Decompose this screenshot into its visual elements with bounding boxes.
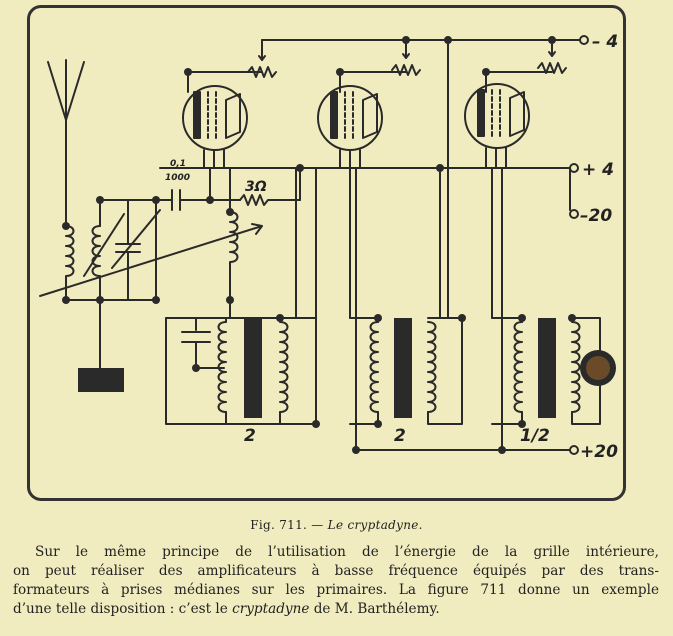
transformer-2-primary <box>369 321 379 413</box>
tube-2 <box>317 85 383 169</box>
label-plus20: +20 <box>580 442 618 462</box>
transformer-1-secondary <box>279 321 289 413</box>
label-resistor: 3Ω <box>245 179 267 195</box>
figure-title: Le cryptadyne. <box>327 518 423 532</box>
terminal-minus4 <box>579 35 589 45</box>
resistor-3-ohm <box>239 194 301 206</box>
junction-dots <box>62 36 576 454</box>
antenna-coil <box>65 225 75 301</box>
body-line-4-end: de M. Barthélemy. <box>309 601 440 617</box>
label-ratio-2: 2 <box>394 426 406 446</box>
figure-caption: Fig. 711. — Le cryptadyne. <box>0 518 673 532</box>
label-minus20: –20 <box>580 206 612 226</box>
transformer-2-core <box>394 318 412 418</box>
transformer-3-primary <box>513 321 523 413</box>
label-capacitor-unit: 1000 <box>165 173 190 183</box>
transformer-2-secondary <box>427 321 437 413</box>
terminal-plus20 <box>569 445 579 455</box>
label-minus4: – 4 <box>592 32 618 52</box>
transformer-3-core <box>538 318 556 418</box>
body-line-4-emphasis: cryptadyne <box>232 601 310 617</box>
terminal-plus4 <box>569 163 579 173</box>
circuit-diagram: – 4 + 4 –20 +20 0,1 1000 3Ω 2 2 1/2 <box>39 32 618 462</box>
figure-number: Fig. 711. — <box>250 518 328 532</box>
body-line-4: d’une telle disposition : c’est le crypt… <box>13 600 659 619</box>
transformer-3-secondary <box>571 321 581 413</box>
transformer-1-core <box>244 318 262 418</box>
tube-3 <box>464 83 530 169</box>
transformer-1-primary <box>217 321 227 413</box>
diagram-frame <box>27 5 626 501</box>
label-capacitor-value: 0,1 <box>170 159 186 169</box>
label-ratio-3: 1/2 <box>520 426 550 446</box>
tuning-coil <box>91 225 101 301</box>
body-line-1: Sur le même principe de l’utilisation de… <box>35 544 659 560</box>
label-plus4: + 4 <box>582 160 614 180</box>
potentiometer-2 <box>391 64 421 76</box>
ground <box>78 368 124 392</box>
antenna <box>47 59 85 121</box>
body-line-4-start: d’une telle disposition : c’est le <box>13 601 233 617</box>
body-line-2: on peut réaliser des amplificateurs à ba… <box>13 563 659 579</box>
tube-1 <box>182 85 248 169</box>
body-line-3: formateurs à prises médianes sur les pri… <box>13 582 659 598</box>
potentiometer-3 <box>537 62 567 74</box>
terminals <box>569 35 589 455</box>
body-paragraph: Sur le même principe de l’utilisation de… <box>13 543 659 619</box>
label-ratio-1: 2 <box>244 426 256 446</box>
headphone-icon <box>580 350 616 386</box>
variable-capacitor-arrow <box>111 209 161 269</box>
terminal-minus20 <box>569 209 579 219</box>
coupling-coil <box>229 211 239 301</box>
